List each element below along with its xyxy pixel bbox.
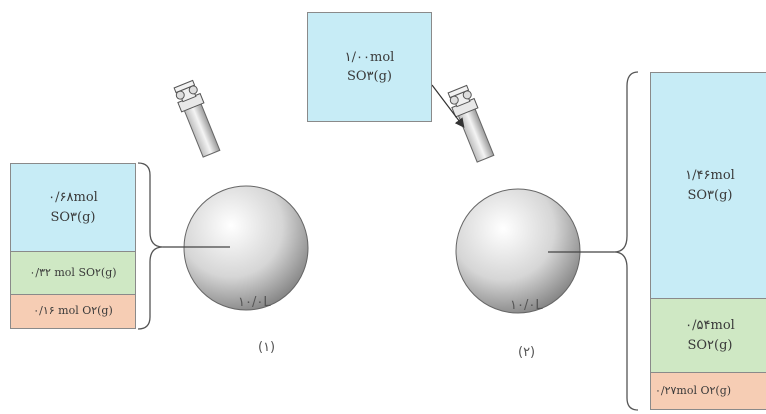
vessel2-so3-amount: ۱/۴۶mol	[685, 168, 735, 183]
vessel1-so3-formula: SO۳(g)	[50, 209, 96, 225]
vessel1-o2-box: ۰/۱۶ mol O۲(g)	[10, 294, 136, 329]
vessel1-volume: ۱۰/۰L	[238, 295, 271, 310]
vessel2-o2-row: ۰/۲۷mol O۲(g)	[655, 383, 732, 397]
vessel2-o2-box: ۰/۲۷mol O۲(g)	[650, 372, 766, 410]
vessel1-o2-row: ۰/۱۶ mol O۲(g)	[33, 304, 113, 318]
added-so3-amount: ۱/۰۰mol	[344, 49, 395, 65]
brace-1	[137, 162, 164, 330]
brace-2	[613, 71, 639, 411]
vessel1-label: (۱)	[258, 340, 276, 355]
vessel2-so2-amount: ۰/۵۴mol	[685, 318, 735, 333]
vessel1-so3-box: ۰/۶۸mol SO۳(g)	[10, 163, 136, 251]
vessel2-so2-formula: SO۲(g)	[687, 337, 733, 353]
added-so3-box: ۱/۰۰mol SO۳(g)	[307, 12, 432, 122]
flask-2	[447, 84, 614, 314]
vessel2-so3-box: ۱/۴۶mol SO۳(g)	[650, 72, 766, 298]
add-arrow	[431, 84, 465, 128]
added-so3-formula: SO۳(g)	[346, 69, 392, 84]
vessel2-so3-formula: SO۳(g)	[687, 187, 733, 203]
vessel1-so2-box: ۰/۳۲ mol SO۲(g)	[10, 251, 136, 294]
vessel2-so2-box: ۰/۵۴mol SO۲(g)	[650, 298, 766, 372]
vessel2-volume: ۱۰/۰L	[510, 298, 543, 313]
vessel2-label: (۲)	[518, 345, 536, 360]
vessel1-so2-row: ۰/۳۲ mol SO۲(g)	[29, 265, 117, 279]
vessel1-so3-amount: ۰/۶۸mol	[48, 190, 98, 205]
flask-1	[163, 79, 309, 311]
